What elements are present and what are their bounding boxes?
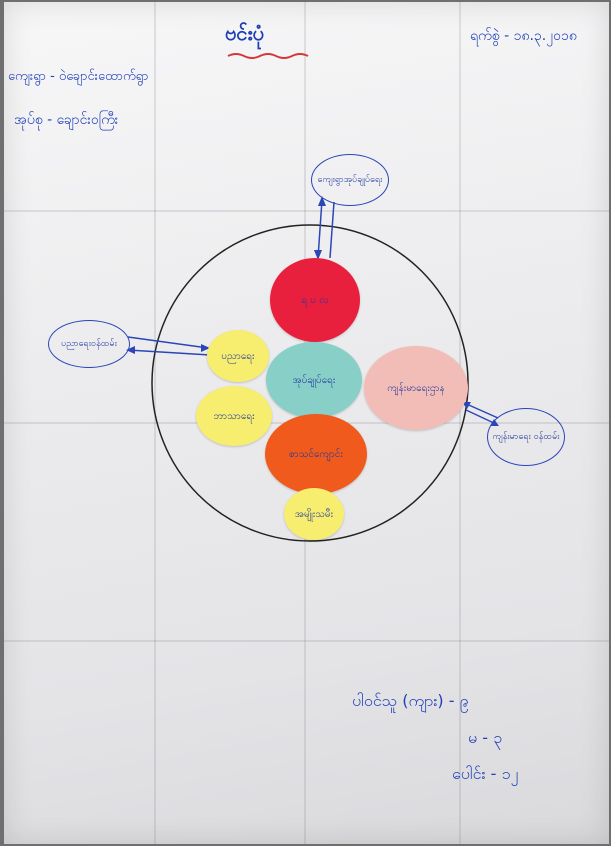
disc-red: ရ ပ လ bbox=[270, 258, 360, 342]
tally-female: မ - ၃ bbox=[468, 728, 503, 747]
group-line: အုပ်စု - ချောင်းဝကြီး bbox=[14, 112, 119, 128]
paper-fold bbox=[154, 2, 156, 844]
bubble-right: ကျန်းမာရေး ဝန်ထမ်း bbox=[487, 408, 565, 466]
arrowhead bbox=[314, 250, 322, 260]
poster-title: ဗင်းပုံ bbox=[225, 21, 265, 45]
disc-label: စာသင်ကျောင်း bbox=[289, 448, 343, 460]
disc-label: ပညာရေး bbox=[221, 350, 255, 362]
paper-fold bbox=[459, 2, 461, 844]
bubble-label: ကျေးရွာအုပ်ချုပ်ရေး bbox=[317, 174, 383, 185]
disc-label: ရ ပ လ bbox=[301, 294, 329, 306]
title-underline bbox=[227, 53, 309, 59]
arrow-line bbox=[317, 199, 323, 259]
paper-fold bbox=[4, 210, 609, 212]
disc-teal: အုပ်ချုပ်ရေး bbox=[266, 342, 362, 418]
arrowhead bbox=[462, 402, 471, 409]
arrowhead bbox=[126, 346, 135, 354]
outer-circle bbox=[151, 224, 469, 542]
bubble-label: ပညာရေးဝန်ထမ်း bbox=[61, 338, 117, 349]
disc-pink: ကျန်းမာရေးဌာန bbox=[364, 346, 468, 430]
tally-total: ပေါင်း - ၁၂ bbox=[452, 764, 519, 783]
disc-label: ဘာသာရေး bbox=[213, 410, 255, 422]
arrowhead bbox=[318, 196, 326, 206]
disc-yellow-top: ပညာရေး bbox=[207, 330, 269, 382]
tally-participants: ပါဝင်သူ (ကျား) - ၉ bbox=[352, 691, 469, 710]
disc-yellow-left: ဘာသာရေး bbox=[196, 386, 272, 446]
disc-label: ကျန်းမာရေးဌာန bbox=[387, 382, 445, 394]
bubble-label: ကျန်းမာရေး ဝန်ထမ်း bbox=[492, 431, 560, 442]
arrowhead bbox=[201, 344, 210, 352]
arrow-line bbox=[127, 349, 211, 356]
arrow-line bbox=[329, 201, 335, 259]
disc-yellow-bottom: အမျိုးသမီး bbox=[284, 488, 344, 540]
poster-date: ရက်စွဲ - ၁၈.၃.၂၀၁၈ bbox=[470, 28, 577, 44]
bubble-left: ပညာရေးဝန်ထမ်း bbox=[48, 320, 130, 368]
disc-label: အုပ်ချုပ်ရေး bbox=[292, 374, 336, 386]
paper-fold bbox=[4, 640, 609, 642]
arrow-line bbox=[465, 409, 497, 425]
disc-label: အမျိုးသမီး bbox=[294, 508, 334, 520]
disc-orange: စာသင်ကျောင်း bbox=[265, 414, 367, 494]
village-line: ကျေးရွာ - ဝဲချောင်းထောက်ရွာ bbox=[8, 69, 149, 84]
arrow-line bbox=[127, 336, 209, 349]
bubble-top: ကျေးရွာအုပ်ချုပ်ရေး bbox=[311, 154, 389, 206]
